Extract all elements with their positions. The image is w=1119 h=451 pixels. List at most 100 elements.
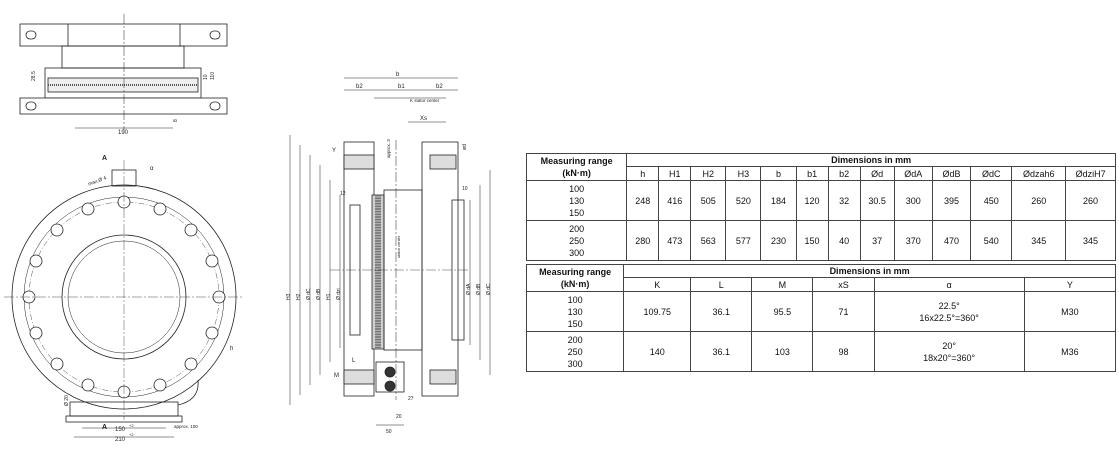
t2-col-header: K (623, 277, 692, 292)
t2-alpha-cell: 20°18x20°=360° (873, 331, 1025, 372)
t1-cell: 416 (658, 180, 692, 221)
t2-cell: 98 (812, 331, 875, 372)
dim-b: b (396, 72, 400, 78)
t1-col-header: ØdziH7 (1065, 166, 1116, 181)
dim-50: 50 (386, 429, 392, 435)
dim-10: 10 (203, 74, 209, 80)
t2-cell: 103 (751, 331, 814, 372)
t2-cell: 109.75 (623, 291, 692, 332)
t2-range-value: 300 (567, 358, 583, 369)
t1-cell: 370 (893, 220, 933, 261)
t1-cell: 30.5 (859, 180, 895, 221)
t1-cell: 345 (1065, 220, 1116, 261)
t1-cell: 540 (970, 220, 1013, 261)
t1-cell: 32 (827, 180, 861, 221)
t2-alpha-cell: 22.5°16x22.5°=360° (873, 291, 1025, 332)
t1-col-header: h (626, 166, 660, 181)
t1-col-header: Ød (859, 166, 895, 181)
t1-col-header: ØdC (970, 166, 1013, 181)
t2-measuring-range-header: Measuring range(kN·m) (525, 264, 625, 292)
dimensions-table-2: Measuring range(kN·m) Dimensions in mm K… (525, 264, 1117, 372)
t2-cell: 36.1 (690, 291, 753, 332)
t1-range-value: 150 (569, 207, 585, 218)
t1-col-header: Ødzah6 (1011, 166, 1067, 181)
dim-28-5: 28.5 (31, 71, 37, 81)
dim-12: 12 (340, 191, 346, 197)
dim-b2-right: b2 (436, 84, 443, 90)
dim-l: L (352, 358, 356, 364)
dim-db-right: Ø dB (476, 283, 482, 295)
t1-cell: 248 (626, 180, 660, 221)
dim-db-left: Ø dB (316, 288, 322, 300)
dim-dc-left: Ø dC (306, 288, 312, 300)
t1-cell: 450 (970, 180, 1013, 221)
dim-m: M (334, 373, 339, 379)
t1-dimensions-header: Dimensions in mm (626, 153, 1116, 167)
t2-cell: M36 (1023, 331, 1117, 372)
dim-10: 10 (462, 186, 468, 192)
dimensions-table-1: Measuring range(kN·m) Dimensions in mm h… (525, 153, 1116, 261)
t1-cell: 577 (725, 220, 762, 261)
t1-cell: 505 (690, 180, 727, 221)
dim-xs: Xs (420, 116, 427, 122)
t1-measuring-range-header: Measuring range(kN·m) (525, 153, 628, 181)
dim-h: h (230, 346, 233, 352)
t1-col-header: b (760, 166, 797, 181)
dim-b2-left: b2 (356, 84, 363, 90)
dim-210: 210 (115, 437, 126, 443)
t2-cell: 95.5 (751, 291, 814, 332)
stator-center-label: stator center (396, 235, 401, 258)
bolt-holes (22, 195, 226, 399)
t1-col-header: ØdA (893, 166, 933, 181)
t1-cell: 150 (795, 220, 829, 261)
t1-col-header: b1 (795, 166, 829, 181)
t1-range-value: 300 (569, 247, 585, 258)
dim-h2: H2 (296, 293, 302, 300)
dim-150-tol: +2 (129, 423, 134, 428)
t2-range-value: 250 (567, 346, 583, 357)
dim-110: 110 (210, 72, 216, 80)
t2-col-header: Y (1023, 277, 1117, 292)
t1-col-header: ØdB (931, 166, 972, 181)
t1-col-header: H3 (725, 166, 762, 181)
t2-range-value: 200 (567, 334, 583, 345)
dim-h3: H3 (286, 293, 292, 300)
t1-cell: 120 (795, 180, 829, 221)
t2-cell: M30 (1023, 291, 1117, 332)
t1-cell: 520 (725, 180, 762, 221)
k-stator-center: K stator center (410, 98, 440, 103)
alpha-label: α (150, 166, 154, 172)
t2-alpha-value: 22.5° (938, 300, 960, 311)
t1-cell: 563 (690, 220, 727, 261)
section-mark-a-top: A (102, 155, 107, 162)
t1-cell: 260 (1011, 180, 1067, 221)
diameter-20: Ø 20 (64, 395, 70, 406)
t1-range-value: 100 (569, 183, 585, 194)
t2-col-header: α (873, 277, 1025, 292)
t2-alpha-value: 20° (942, 340, 956, 351)
t1-cell: 37 (859, 220, 895, 261)
t2-cell: 140 (623, 331, 692, 372)
dim-210-tol: +2 (129, 432, 134, 437)
dim-27: 27 (408, 396, 414, 402)
max-diameter-label: max.Ø 4 (87, 175, 107, 187)
section-mark-a-bottom: A (102, 424, 107, 431)
dim-190: 190 (118, 130, 129, 136)
t2-col-header: xS (812, 277, 875, 292)
technical-drawing: 190 28.5 10 110 8 A A max.Ø 4 α Ø 20 h (4, 14, 492, 443)
t1-col-header: b2 (827, 166, 861, 181)
t2-cell: 71 (812, 291, 875, 332)
t2-alpha-formula: 16x22.5°=360° (919, 312, 979, 323)
t2-col-header: L (690, 277, 753, 292)
dim-da: Ø dA (466, 283, 472, 295)
front-view: A A max.Ø 4 α Ø 20 h approx. 100 150 +2 … (4, 155, 244, 443)
t1-col-header: H1 (658, 166, 692, 181)
t1-cell: 345 (1011, 220, 1067, 261)
t1-cell: 280 (626, 220, 660, 261)
approx-3: approx. 3 (386, 139, 391, 158)
t2-col-header: M (751, 277, 814, 292)
t2-range-value: 100 (567, 294, 583, 305)
